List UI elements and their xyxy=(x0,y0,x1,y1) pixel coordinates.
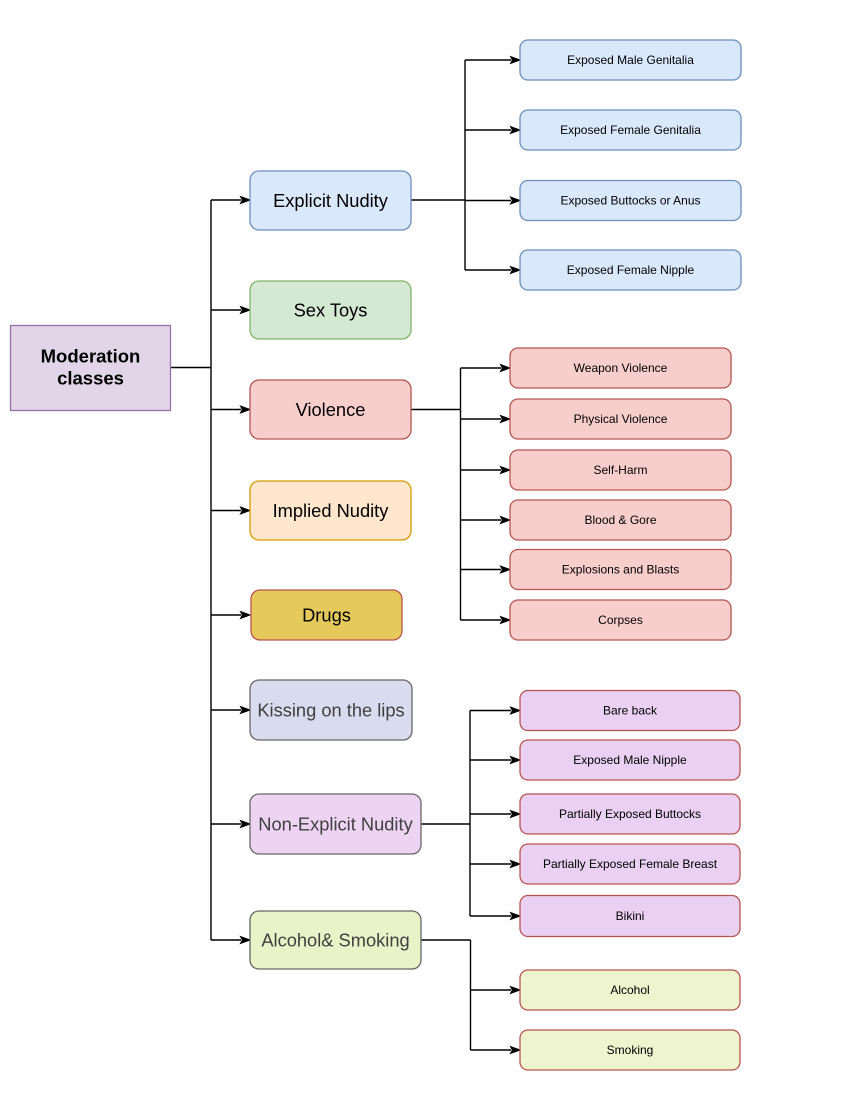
svg-text:Explosions and Blasts: Explosions and Blasts xyxy=(562,563,679,577)
svg-text:Bikini: Bikini xyxy=(616,909,645,923)
svg-text:Exposed Male Genitalia: Exposed Male Genitalia xyxy=(567,53,694,67)
svg-text:Explicit Nudity: Explicit Nudity xyxy=(273,190,389,211)
svg-text:Partially Exposed Female Breas: Partially Exposed Female Breast xyxy=(543,857,718,871)
svg-text:Implied Nudity: Implied Nudity xyxy=(273,500,390,521)
svg-text:Physical Violence: Physical Violence xyxy=(574,412,668,426)
svg-text:classes: classes xyxy=(57,368,124,389)
svg-text:Blood & Gore: Blood & Gore xyxy=(584,513,656,527)
svg-text:Partially Exposed Buttocks: Partially Exposed Buttocks xyxy=(559,807,701,821)
svg-text:Sex Toys: Sex Toys xyxy=(294,299,368,320)
svg-text:Exposed Female Genitalia: Exposed Female Genitalia xyxy=(560,123,701,137)
svg-text:Alcohol& Smoking: Alcohol& Smoking xyxy=(261,929,409,950)
svg-text:Weapon Violence: Weapon Violence xyxy=(574,361,668,375)
svg-text:Exposed Female Nipple: Exposed Female Nipple xyxy=(567,263,695,277)
svg-text:Kissing on the lips: Kissing on the lips xyxy=(257,699,404,720)
svg-text:Self-Harm: Self-Harm xyxy=(593,463,647,477)
svg-text:Alcohol: Alcohol xyxy=(610,983,649,997)
svg-text:Violence: Violence xyxy=(296,399,366,420)
svg-text:Smoking: Smoking xyxy=(607,1043,654,1057)
svg-text:Exposed Buttocks or Anus: Exposed Buttocks or Anus xyxy=(560,194,700,208)
svg-text:Drugs: Drugs xyxy=(302,604,351,625)
svg-text:Non-Explicit Nudity: Non-Explicit Nudity xyxy=(258,813,413,834)
svg-text:Exposed Male Nipple: Exposed Male Nipple xyxy=(573,753,687,767)
svg-text:Moderation: Moderation xyxy=(41,346,141,367)
svg-text:Bare back: Bare back xyxy=(603,704,658,718)
svg-text:Corpses: Corpses xyxy=(598,613,643,627)
